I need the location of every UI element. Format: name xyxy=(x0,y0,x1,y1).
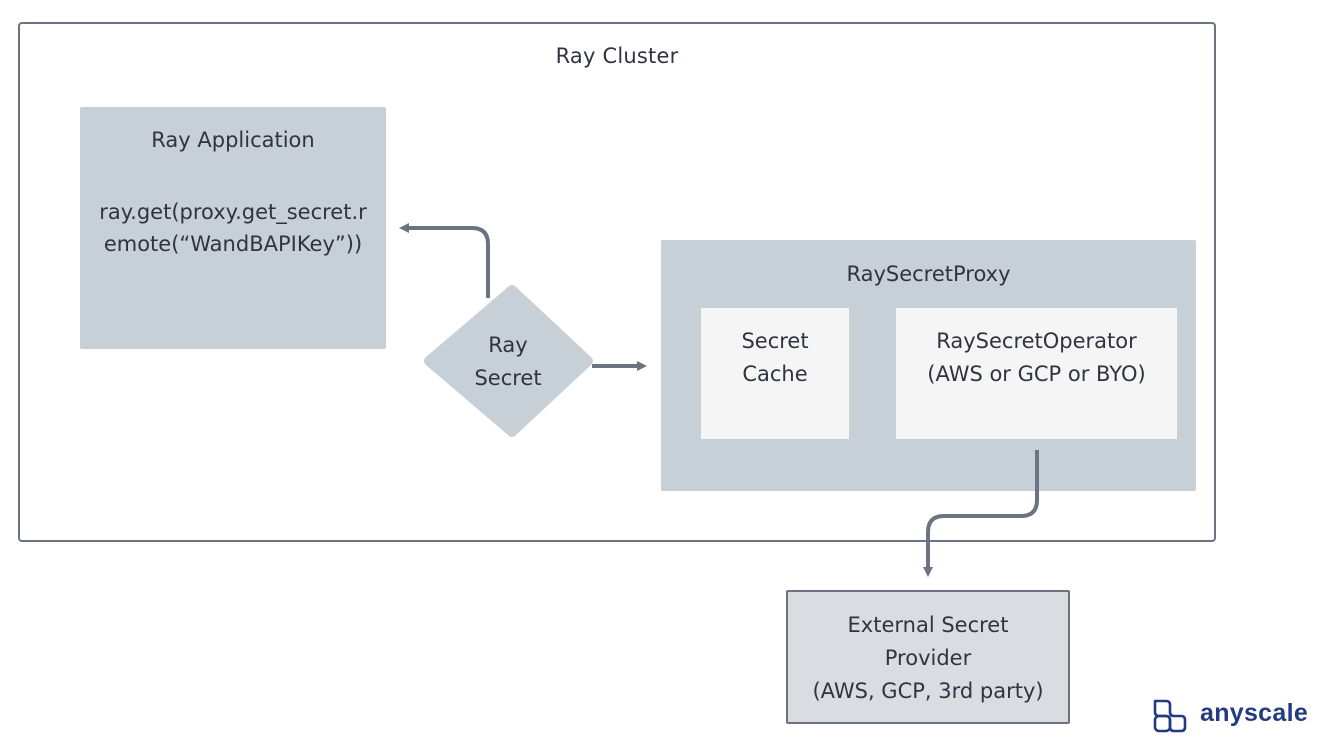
anyscale-logo-text: anyscale xyxy=(1200,699,1309,727)
provider-line-2: Provider xyxy=(884,646,972,670)
ray-secret-label: Ray Secret xyxy=(440,329,576,395)
ray-secret-line-1: Ray xyxy=(488,333,528,357)
external-secret-provider-box: External Secret Provider (AWS, GCP, 3rd … xyxy=(786,590,1070,724)
arrow-operator-to-provider xyxy=(923,450,1039,577)
provider-line-1: External Secret xyxy=(847,613,1009,637)
secret-cache-box: Secret Cache xyxy=(701,308,849,439)
anyscale-logo-icon xyxy=(1153,699,1187,733)
ray-secret-proxy-title: RaySecretProxy xyxy=(846,262,1011,286)
code-line-2: emote(“WandBAPIKey”)) xyxy=(103,232,363,256)
arrow-secret-to-application xyxy=(399,223,490,298)
operator-line-2: (AWS or GCP or BYO) xyxy=(927,362,1146,386)
operator-line-1: RaySecretOperator xyxy=(936,329,1137,353)
ray-application-code: ray.get(proxy.get_secret.r emote(“WandBA… xyxy=(80,196,386,260)
secret-cache-line-1: Secret xyxy=(741,329,809,353)
provider-line-3: (AWS, GCP, 3rd party) xyxy=(812,679,1044,703)
code-line-1: ray.get(proxy.get_secret.r xyxy=(99,200,367,224)
ray-secret-operator-box: RaySecretOperator (AWS or GCP or BYO) xyxy=(896,308,1177,439)
ray-application-title: Ray Application xyxy=(151,128,315,152)
secret-cache-line-2: Cache xyxy=(742,362,808,386)
ray-cluster-title: Ray Cluster xyxy=(555,44,679,68)
ray-secret-diamond xyxy=(424,285,593,437)
ray-secret-line-2: Secret xyxy=(474,366,542,390)
ray-application-box xyxy=(80,107,386,349)
